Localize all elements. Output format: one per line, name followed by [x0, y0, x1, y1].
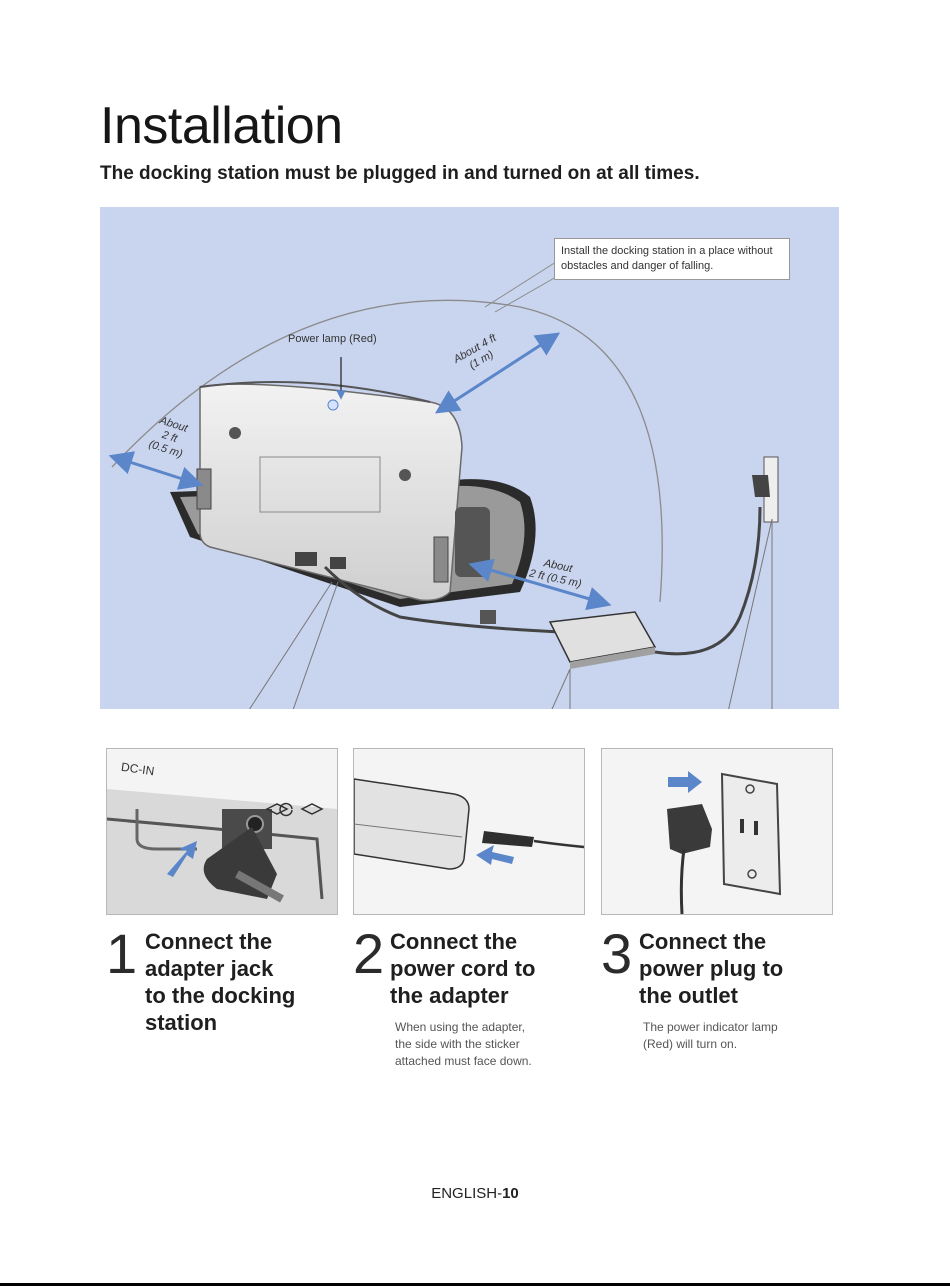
step-title-line: Connect the — [390, 929, 518, 954]
step-title-line: station — [145, 1010, 218, 1035]
power-lamp-label: Power lamp (Red) — [288, 333, 377, 345]
footer-language: ENGLISH- — [431, 1185, 503, 1202]
step-title-line: power plug to — [639, 956, 784, 981]
detail-panel-dc-in: DC-IN — [106, 748, 338, 915]
detail-panel-adapter — [353, 748, 585, 915]
step-title-line: adapter jack — [145, 956, 274, 981]
page-number: 10 — [502, 1185, 519, 1202]
page-footer: ENGLISH-10 — [0, 1185, 950, 1202]
step-title-line: the adapter — [390, 983, 509, 1008]
placement-callout: Install the docking station in a place w… — [554, 238, 790, 280]
step-number: 1 — [106, 922, 138, 985]
bottom-rule — [0, 1283, 950, 1286]
page-subtitle: The docking station must be plugged in a… — [100, 163, 700, 184]
step-note-line: the side with the sticker — [395, 1037, 520, 1051]
step-title-line: the outlet — [639, 983, 738, 1008]
step-title-line: power cord to — [390, 956, 536, 981]
step-title: Connect the power plug to the outlet — [639, 928, 783, 1009]
step-title: Connect the adapter jack to the docking … — [145, 928, 295, 1036]
step-note: When using the adapter, the side with th… — [395, 1019, 532, 1070]
step-number: 2 — [353, 922, 385, 985]
step-title-line: Connect the — [639, 929, 767, 954]
step-note: The power indicator lamp (Red) will turn… — [643, 1019, 778, 1053]
step-note-line: The power indicator lamp — [643, 1020, 778, 1034]
step-title-line: Connect the — [145, 929, 273, 954]
step-note-line: (Red) will turn on. — [643, 1037, 738, 1051]
step-note-line: attached must face down. — [395, 1054, 532, 1068]
detail-panel-outlet — [601, 748, 833, 915]
installation-diagram — [100, 207, 839, 709]
page-title: Installation — [100, 97, 343, 155]
step-title: Connect the power cord to the adapter — [390, 928, 535, 1009]
step-note-line: When using the adapter, — [395, 1020, 526, 1034]
step-number: 3 — [601, 922, 633, 985]
step-title-line: to the docking — [145, 983, 296, 1008]
